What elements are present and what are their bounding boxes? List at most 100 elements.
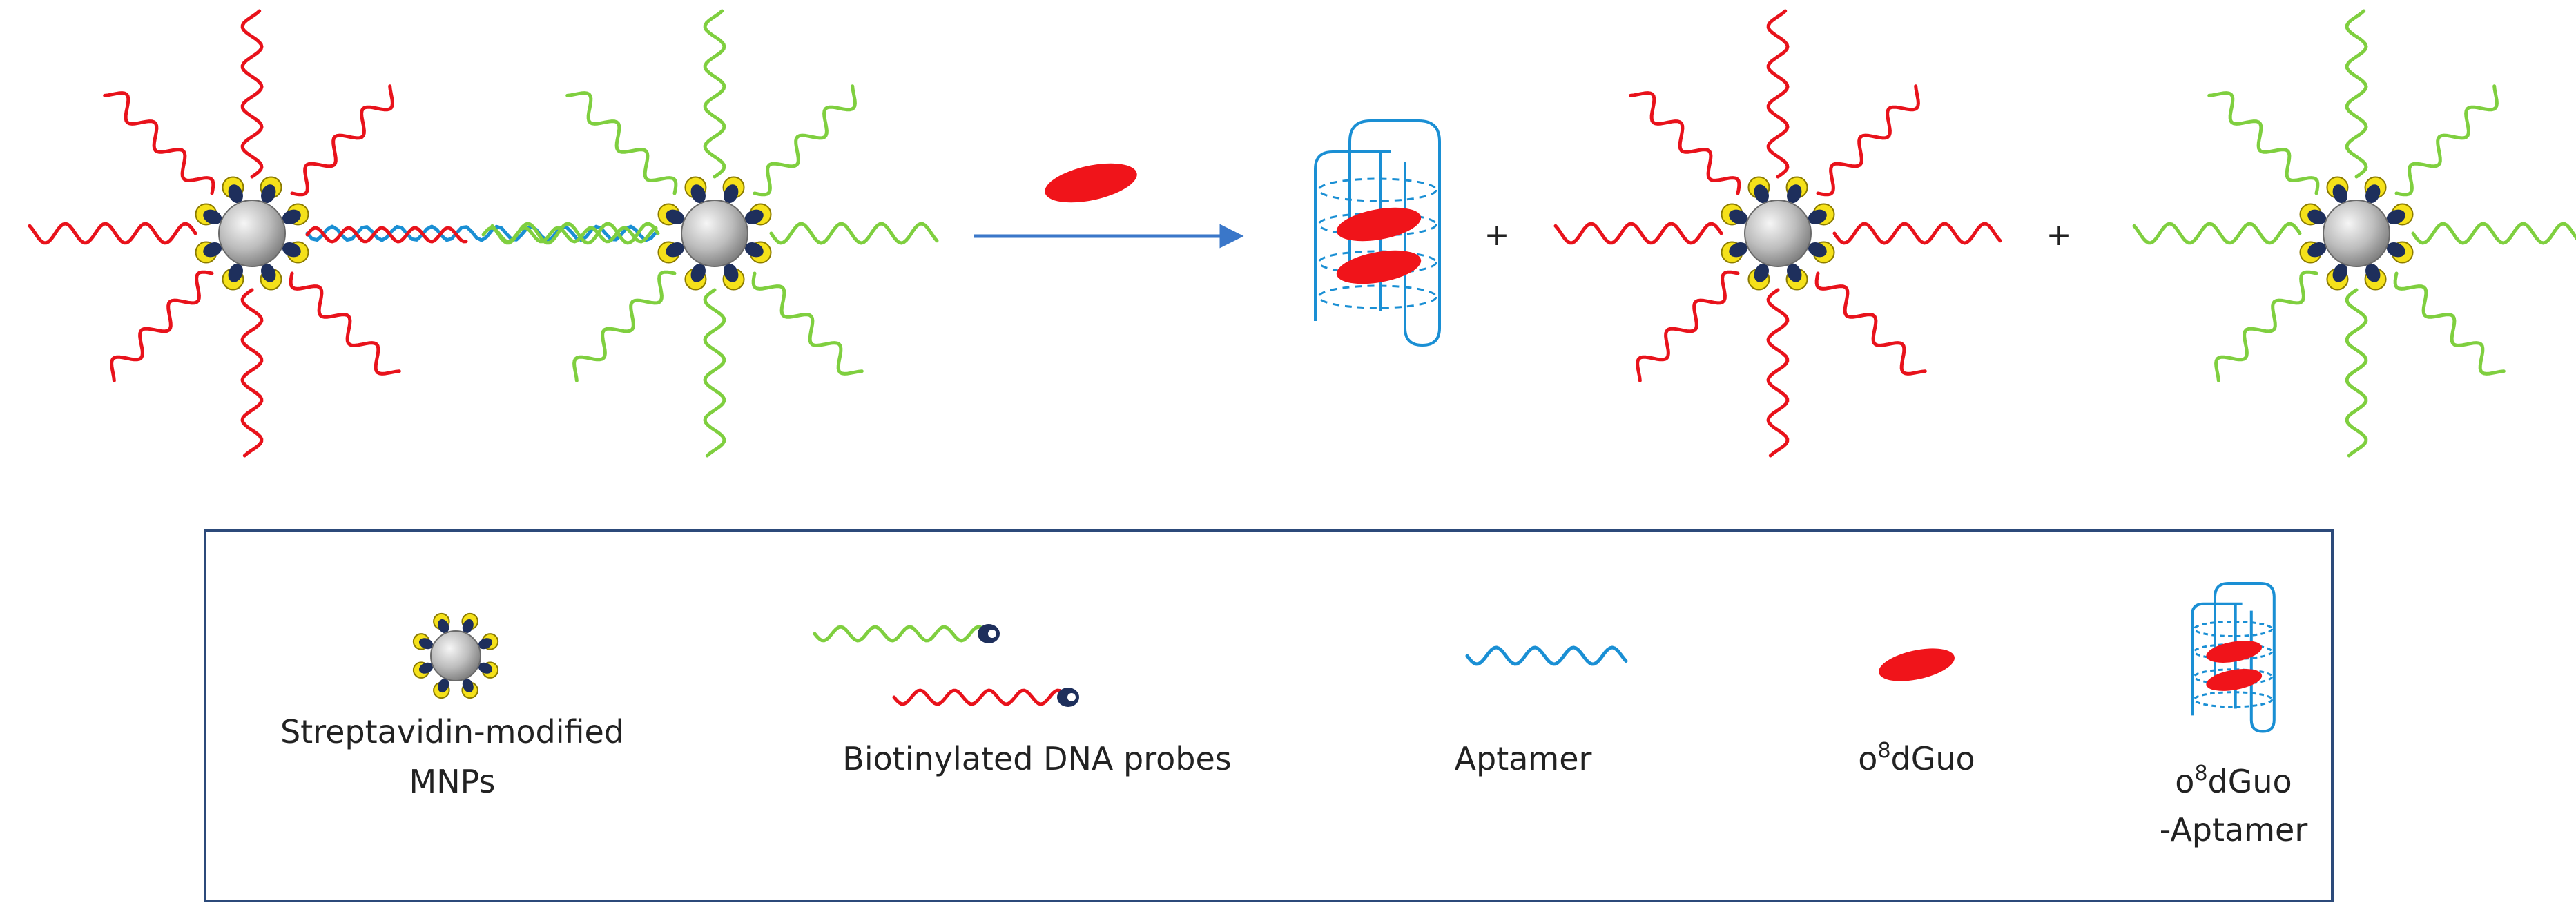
dna-probe-strand bbox=[1629, 91, 1741, 195]
biotin-cap bbox=[282, 209, 301, 224]
tetrad-plane bbox=[1317, 212, 1437, 237]
biotin-cap bbox=[418, 662, 434, 674]
aptamer-backbone bbox=[1314, 150, 1391, 321]
dna-probe-strand bbox=[1816, 84, 1920, 197]
biotin-cap bbox=[744, 209, 764, 224]
target-legend-icon bbox=[1879, 648, 1955, 681]
biotin-cap bbox=[1808, 242, 1827, 258]
biotin-cap bbox=[666, 242, 685, 258]
biotin-cap bbox=[261, 184, 276, 204]
biotin-cap bbox=[462, 678, 474, 693]
g-quadruplex-loop bbox=[1348, 119, 1441, 347]
dna-probe-strand bbox=[103, 91, 215, 195]
plus-sign-1: + bbox=[1484, 217, 1510, 253]
biotin-cap bbox=[2365, 263, 2381, 282]
tetrad-plane bbox=[2193, 691, 2273, 708]
legend-green-probe bbox=[813, 625, 982, 643]
legend-box bbox=[204, 529, 2334, 902]
tetrad-plane bbox=[1317, 250, 1437, 275]
aptamer-legend-icon bbox=[1465, 645, 1628, 666]
biotin-cap bbox=[690, 263, 706, 282]
biotin-cap bbox=[2307, 209, 2327, 224]
tetrad-plane bbox=[1317, 177, 1437, 202]
tetrad-plane bbox=[2193, 668, 2273, 686]
biotin-cap bbox=[2365, 184, 2381, 204]
dna-probe-strand bbox=[2214, 270, 2318, 382]
green-probe-mnp-cluster-left bbox=[490, 9, 939, 458]
dna-probe-strand bbox=[703, 9, 726, 179]
dna-probe-strand bbox=[290, 84, 394, 197]
biotin-cap bbox=[1787, 263, 1802, 282]
g-quadruplex-loop bbox=[2214, 582, 2276, 733]
biotin-cap bbox=[2307, 242, 2327, 258]
magnetic-nanoparticle bbox=[2323, 200, 2390, 267]
biotin-cap bbox=[228, 263, 243, 282]
aptamer-backbone bbox=[2191, 602, 2243, 716]
mnp-legend-icon bbox=[412, 612, 499, 699]
bound-target-molecule bbox=[1336, 207, 1422, 242]
red-probe-mnp-cluster-left bbox=[28, 9, 401, 458]
dna-probe-strand bbox=[1814, 271, 1927, 376]
legend-complex-label-line1: o8dGuo bbox=[2175, 761, 2292, 800]
biotin-cap bbox=[203, 209, 222, 224]
biotin-cap bbox=[462, 619, 474, 634]
reaction-scheme: + + bbox=[28, 9, 2576, 458]
biotin-cap bbox=[744, 242, 764, 258]
dna-probe-strand bbox=[240, 288, 264, 458]
dna-probe-strand bbox=[751, 271, 864, 376]
dna-probe-strand bbox=[28, 222, 197, 245]
biotin-cap bbox=[1729, 209, 1748, 224]
tetrad-plane bbox=[1317, 284, 1437, 309]
magnetic-nanoparticle bbox=[430, 630, 481, 681]
biotin-cap bbox=[418, 638, 434, 650]
bound-target-molecule bbox=[1336, 250, 1422, 284]
biotin-cap bbox=[2332, 184, 2347, 204]
biotin-cap bbox=[1754, 184, 1769, 204]
biotin-cap bbox=[478, 662, 493, 674]
biotin-cap bbox=[666, 209, 685, 224]
biotin-cap bbox=[724, 184, 739, 204]
tetrad-plane bbox=[2193, 643, 2273, 661]
legend-complex-label-line2: -Aptamer bbox=[2160, 811, 2308, 848]
tetrad-plane bbox=[2193, 620, 2273, 638]
biotin-cap bbox=[1787, 184, 1802, 204]
legend-probes-label: Biotinylated DNA probes bbox=[842, 740, 1231, 777]
biotin-cap bbox=[1729, 242, 1748, 258]
dna-probe-strand bbox=[769, 222, 939, 245]
dna-probe-strand bbox=[110, 270, 214, 382]
bound-target-molecule bbox=[2206, 641, 2263, 663]
magnetic-nanoparticle bbox=[681, 200, 748, 267]
dna-probe-strand bbox=[1636, 270, 1740, 382]
biotin-cap bbox=[2386, 242, 2405, 258]
legend-aptamer-strand bbox=[1465, 645, 1628, 666]
dna-probe-strand bbox=[2411, 222, 2576, 245]
biotin-cap bbox=[724, 263, 739, 282]
magnetic-nanoparticle bbox=[1744, 200, 1812, 267]
biotin-cap bbox=[203, 242, 222, 258]
magnetic-nanoparticle bbox=[218, 200, 286, 267]
bound-target-molecule bbox=[2206, 668, 2263, 691]
biotin-cap bbox=[438, 619, 449, 634]
biotin-cap bbox=[2386, 209, 2405, 224]
legend-aptamer-label: Aptamer bbox=[1455, 740, 1592, 777]
aptamer-probe-hybrid-duplex bbox=[305, 224, 658, 244]
biotin-cap bbox=[228, 184, 243, 204]
legend-mnp-label-line2: MNPs bbox=[409, 763, 496, 800]
dna-probe-strand bbox=[753, 84, 857, 197]
aptamer-strand bbox=[305, 224, 658, 242]
biotin-cap bbox=[438, 678, 449, 693]
probes-legend-icon bbox=[813, 624, 1079, 707]
dna-probe-strand bbox=[565, 91, 678, 195]
plus-sign-2: + bbox=[2046, 217, 2072, 253]
biotin-cap bbox=[1808, 209, 1827, 224]
red-probe-mnp-cluster-right bbox=[1553, 9, 2002, 458]
dna-probe-strand bbox=[1766, 288, 1790, 458]
biotin-cap-highlight bbox=[988, 630, 996, 638]
dna-probe-strand bbox=[2132, 222, 2302, 245]
biotin-cap bbox=[1754, 263, 1769, 282]
legend-red-probe bbox=[892, 688, 1062, 706]
biotin-cap bbox=[2332, 263, 2347, 282]
legend-target-label: o8dGuo bbox=[1858, 739, 1975, 777]
biotin-cap bbox=[478, 638, 493, 650]
